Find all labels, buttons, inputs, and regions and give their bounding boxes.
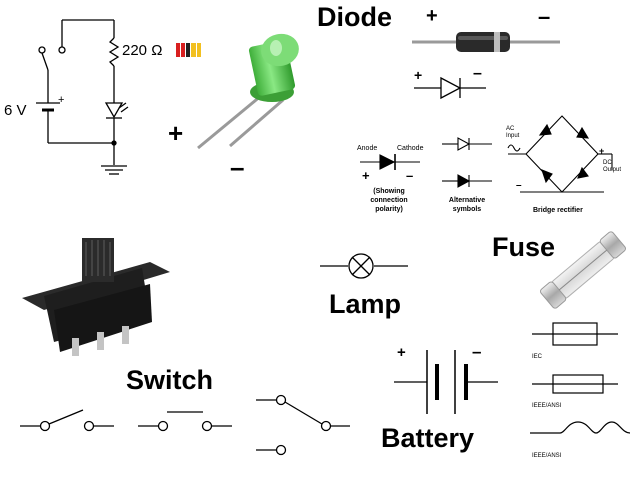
battery-symbol: [394, 350, 498, 414]
fuse-ieee-label-1: IEEE/ANSI: [532, 403, 562, 409]
diode-title: Diode: [317, 2, 393, 32]
lamp-title: Lamp: [329, 289, 402, 319]
polarity-plus: +: [362, 168, 370, 183]
switch-symbols: [20, 394, 350, 456]
bridge-rectifier: [507, 115, 613, 193]
diode-photo: [412, 32, 560, 52]
fuse-symbols: [530, 322, 631, 434]
switch-title: Switch: [126, 365, 214, 395]
diode-symbol: [414, 76, 486, 100]
battery-minus-label: –: [472, 342, 482, 361]
anode-label: Anode: [357, 145, 378, 152]
bridge-plus: +: [599, 146, 605, 156]
diode-symbol-minus: –: [473, 65, 482, 82]
diode-alternative-symbols: [442, 137, 492, 188]
diode-photo-plus: +: [426, 5, 438, 27]
diode-photo-minus: –: [538, 4, 551, 29]
bridge-minus: –: [516, 180, 522, 191]
fuse-title: Fuse: [492, 232, 556, 262]
slide-switch-photo: [22, 238, 170, 356]
fuse-ieee-label-2: IEEE/ANSI: [532, 453, 562, 459]
resistor-value-label: 220 Ω: [122, 42, 163, 59]
polarity-minus: –: [406, 168, 414, 183]
dc-output-label: DC Output: [603, 160, 622, 173]
diode-symbol-plus: +: [414, 67, 423, 83]
alternative-symbols-caption: Alternative symbols: [448, 197, 486, 213]
resistor-color-bands: [176, 43, 201, 57]
fuse-photo: [540, 231, 626, 309]
ac-input-label: AC Input: [506, 126, 520, 139]
battery-voltage-label: 6 V: [4, 102, 27, 119]
battery-plus-label: +: [397, 344, 406, 361]
circuit-battery-plus: +: [58, 94, 65, 106]
led-circuit-schematic: [36, 19, 129, 175]
diode-polarity-symbol: [360, 154, 420, 170]
cathode-label: Cathode: [397, 145, 424, 152]
led-photo: [197, 33, 299, 150]
led-minus-label: –: [230, 152, 245, 182]
lamp-symbol: [320, 253, 408, 279]
led-plus-label: +: [168, 118, 184, 148]
fuse-iec-label: IEC: [532, 354, 543, 360]
battery-title: Battery: [381, 423, 475, 453]
polarity-caption: (Showing connection polarity): [370, 188, 408, 213]
bridge-rectifier-caption: Bridge rectifier: [533, 207, 583, 214]
